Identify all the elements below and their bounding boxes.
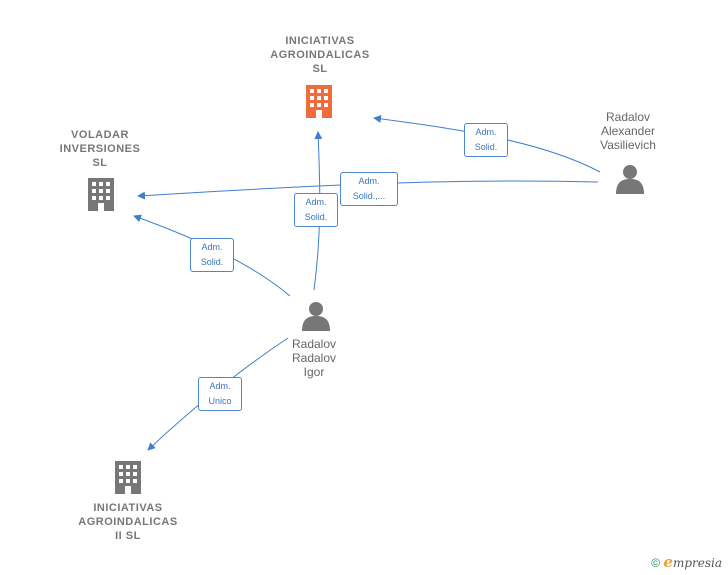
person-icon[interactable] (302, 302, 330, 331)
edge-label-igor-iniciativas-ii[interactable]: Adm. Unico (198, 377, 242, 411)
company-label-iniciativas-agroindalicas[interactable]: INICIATIVAS AGROINDALICAS SL (250, 34, 390, 76)
edge-role: Adm. (475, 127, 497, 137)
building-icon[interactable] (115, 461, 141, 494)
brand-logo: empresia (663, 553, 722, 571)
edge-role-type: Unico (208, 396, 232, 406)
company-label-iniciativas-agroindalicas-ii[interactable]: INICIATIVAS AGROINDALICAS II SL (58, 501, 198, 543)
label-line: VOLADAR (71, 129, 129, 141)
edge-role: Adm. (201, 242, 223, 252)
edge-role-type: Solid. (304, 212, 328, 222)
edge-role: Adm. (209, 381, 231, 391)
label-line: INVERSIONES (59, 143, 141, 155)
edge-role: Adm. (358, 176, 380, 186)
label-line: Igor (303, 365, 325, 379)
label-line: AGROINDALICAS (78, 516, 178, 528)
brand-initial: e (663, 553, 673, 571)
edge-label-igor-voladar[interactable]: Adm. Solid. (190, 238, 234, 272)
person-label-radalov-alexander[interactable]: Radalov Alexander Vasilievich (580, 110, 676, 152)
brand-rest: mpresia (672, 556, 722, 570)
copyright-icon: © (651, 556, 661, 570)
edge-label-alexander-voladar[interactable]: Adm. Solid.,... (340, 172, 398, 206)
edge-role-type: Solid. (474, 142, 498, 152)
label-line: Radalov (291, 337, 337, 351)
label-line: Radalov (291, 351, 337, 365)
label-line: INICIATIVAS (285, 35, 355, 47)
edge-label-igor-iniciativas[interactable]: Adm. Solid. (294, 193, 338, 227)
label-line: II SL (115, 530, 141, 542)
label-line: SL (92, 157, 108, 169)
person-label-radalov-igor[interactable]: Radalov Radalov Igor (270, 337, 358, 379)
person-icon[interactable] (616, 165, 644, 194)
company-label-voladar-inversiones[interactable]: VOLADAR INVERSIONES SL (40, 128, 160, 170)
empresia-watermark: © empresia (651, 553, 722, 571)
building-icon[interactable] (306, 85, 332, 118)
label-line: Radalov (605, 110, 651, 124)
label-line: Vasilievich (600, 138, 656, 152)
label-line: SL (312, 63, 328, 75)
edge-role-type: Solid.,... (352, 191, 386, 201)
label-line: INICIATIVAS (93, 502, 163, 514)
label-line: AGROINDALICAS (270, 49, 370, 61)
building-icon[interactable] (88, 178, 114, 211)
edge-role-type: Solid. (200, 257, 224, 267)
edge-role: Adm. (305, 197, 327, 207)
label-line: Alexander (600, 124, 656, 138)
edge-label-alexander-iniciativas[interactable]: Adm. Solid. (464, 123, 508, 157)
